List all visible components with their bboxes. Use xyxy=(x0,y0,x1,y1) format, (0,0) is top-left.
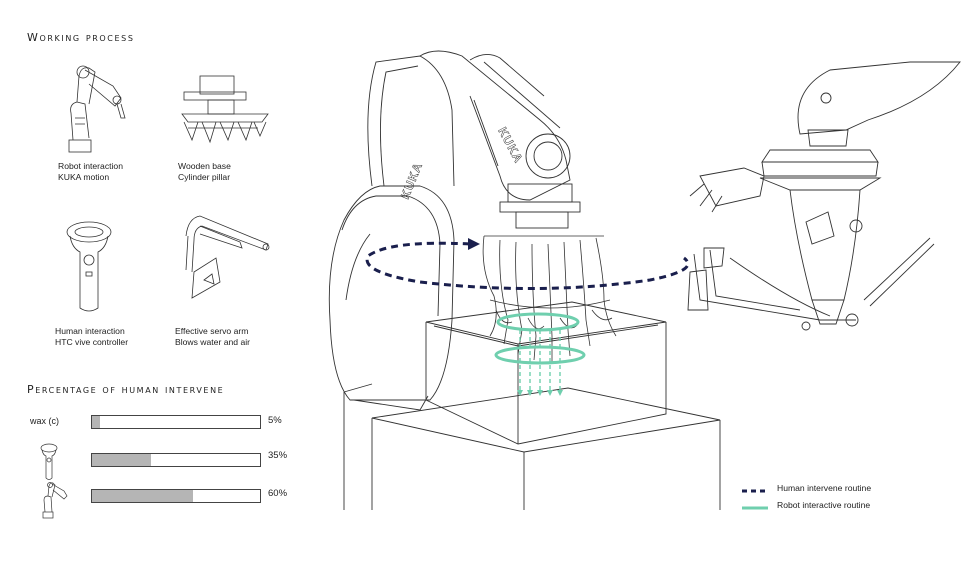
robot-routine-drips xyxy=(519,330,561,392)
working-process-title: Working process xyxy=(27,31,135,44)
vive-controller-icon xyxy=(66,221,112,312)
caption-human-interaction: Human interaction HTC vive controller xyxy=(55,326,129,347)
wooden-base-icon xyxy=(181,75,269,144)
percentage-value: 35% xyxy=(268,450,288,461)
pedestal xyxy=(343,383,721,510)
caption-robot-interaction: Robot interaction KUKA motion xyxy=(58,161,123,182)
kuka-label-lower: KUKA xyxy=(398,160,425,201)
legend-human-label: Human intervene routine xyxy=(777,483,872,493)
human-routine-arrowhead xyxy=(468,238,480,250)
vive-controller-icon xyxy=(40,443,58,480)
percentage-bar-fill xyxy=(92,416,101,428)
servo-arm-icon xyxy=(185,215,270,299)
percentage-title: Percentage of human intervene xyxy=(27,383,225,396)
drip-arrowheads xyxy=(517,390,563,396)
wax-gripper xyxy=(482,235,617,362)
percentage-bar-track xyxy=(91,489,261,503)
servo-end-effector xyxy=(687,61,961,331)
percentage-value: 5% xyxy=(268,415,282,426)
percentage-bar-fill xyxy=(92,454,151,466)
caption-servo-arm: Effective servo arm Blows water and air xyxy=(175,326,250,347)
percentage-bar-fill xyxy=(92,490,193,502)
percentage-bar-track xyxy=(91,453,261,467)
kuka-label-upper: KUKA xyxy=(495,125,526,166)
caption-wooden-base: Wooden base Cylinder pillar xyxy=(178,161,231,182)
kuka-robot-arm xyxy=(328,50,581,411)
wax-box xyxy=(425,301,667,445)
row-label-wax: wax (c) xyxy=(30,416,59,426)
percentage-value: 60% xyxy=(268,488,288,499)
human-routine-loop xyxy=(365,241,690,291)
robot-arm-icon xyxy=(42,482,68,519)
percentage-bar-track xyxy=(91,415,261,429)
robot-arm-icon xyxy=(68,65,126,153)
legend-robot-label: Robot interactive routine xyxy=(777,500,871,510)
